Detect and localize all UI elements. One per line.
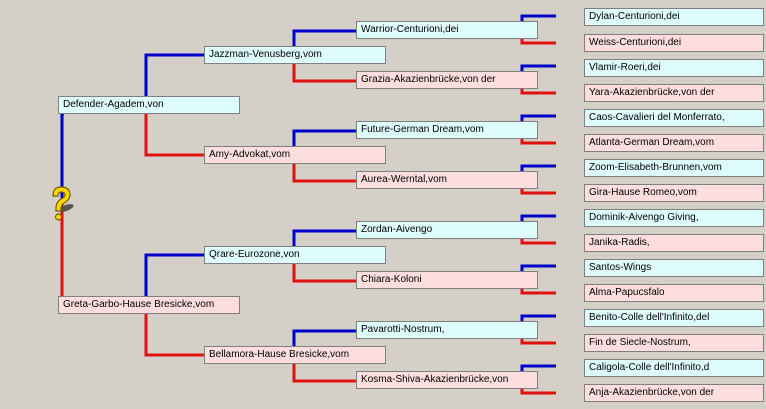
great-grandparent-node[interactable]: Kosma-Shiva-Akazienbrücke,von bbox=[356, 371, 538, 389]
gg-grandparent-node[interactable]: Atlanta-German Dream,vom bbox=[584, 134, 764, 152]
gg-grandparent-node[interactable]: Weiss-Centurioni,dei bbox=[584, 34, 764, 52]
great-grandparent-node[interactable]: Pavarotti-Nostrum, bbox=[356, 321, 538, 339]
grandparent-node[interactable]: Qrare-Eurozone,von bbox=[204, 246, 386, 264]
gg-grandparent-node[interactable]: Fin de Siecle-Nostrum, bbox=[584, 334, 764, 352]
gg-grandparent-node[interactable]: Anja-Akazienbrücke,von der bbox=[584, 384, 764, 402]
grandparent-node[interactable]: Jazzman-Venusberg,vom bbox=[204, 46, 386, 64]
gg-grandparent-node[interactable]: Dominik-Aivengo Giving, bbox=[584, 209, 764, 227]
gg-grandparent-node[interactable]: Benito-Colle dell'Infinito,del bbox=[584, 309, 764, 327]
gg-grandparent-node[interactable]: Caos-Cavalieri del Monferrato, bbox=[584, 109, 764, 127]
gg-grandparent-node[interactable]: Gira-Hause Romeo,vom bbox=[584, 184, 764, 202]
gg-grandparent-node[interactable]: Santos-Wings bbox=[584, 259, 764, 277]
gg-grandparent-node[interactable]: Dylan-Centurioni,dei bbox=[584, 8, 764, 26]
great-grandparent-node[interactable]: Grazia-Akazienbrücke,von der bbox=[356, 71, 538, 89]
grandparent-node[interactable]: Bellamora-Hause Bresicke,vom bbox=[204, 346, 386, 364]
great-grandparent-node[interactable]: Future-German Dream,vom bbox=[356, 121, 538, 139]
great-grandparent-node[interactable]: Aurea-Werntal,vom bbox=[356, 171, 538, 189]
gg-grandparent-node[interactable]: Zoom-Elisabeth-Brunnen,vom bbox=[584, 159, 764, 177]
sire-node[interactable]: Defender-Agadem,von bbox=[58, 96, 240, 114]
gg-grandparent-node[interactable]: Vlamir-Roeri,dei bbox=[584, 59, 764, 77]
gg-grandparent-node[interactable]: Yara-Akazienbrücke,von der bbox=[584, 84, 764, 102]
gg-grandparent-node[interactable]: Caligola-Colle dell'Infinito,d bbox=[584, 359, 764, 377]
dam-node[interactable]: Greta-Garbo-Hause Bresicke,vom bbox=[58, 296, 240, 314]
great-grandparent-node[interactable]: Chiara-Koloni bbox=[356, 271, 538, 289]
gg-grandparent-node[interactable]: Alma-Papucsfalo bbox=[584, 284, 764, 302]
gg-grandparent-node[interactable]: Janika-Radis, bbox=[584, 234, 764, 252]
question-mark-icon bbox=[52, 186, 74, 221]
great-grandparent-node[interactable]: Zordan-Aivengo bbox=[356, 221, 538, 239]
grandparent-node[interactable]: Amy-Advokat,vom bbox=[204, 146, 386, 164]
great-grandparent-node[interactable]: Warrior-Centurioni,dei bbox=[356, 21, 538, 39]
